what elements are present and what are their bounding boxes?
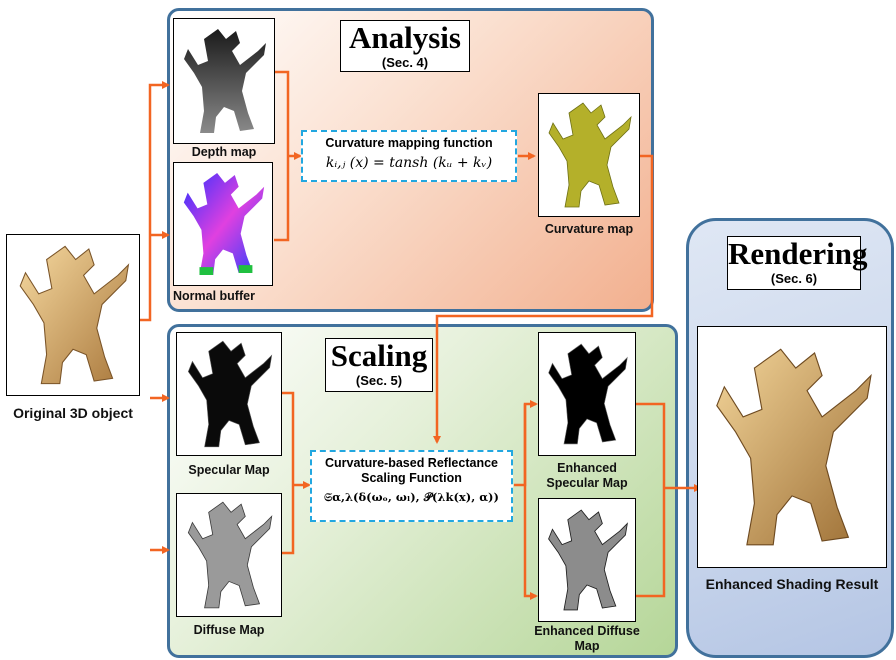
scaling-title-box: Scaling (Sec. 5): [325, 338, 433, 392]
rendering-sec: (Sec. 6): [770, 271, 818, 286]
curvature-mapping-function-title: Curvature mapping function: [325, 136, 493, 150]
enhanced-diffuse-map-label: Enhanced Diffuse Map: [534, 624, 640, 653]
reflectance-scaling-function-line1: Curvature-based Reflectance: [325, 456, 498, 470]
original-object-label: Original 3D object: [13, 405, 133, 421]
enhanced-shading-result-image: [697, 326, 887, 568]
reflectance-scaling-function-line2: Scaling Function: [361, 471, 462, 485]
specular-map-image: [176, 332, 282, 456]
analysis-sec: (Sec. 4): [381, 55, 429, 70]
rendering-title-box: Rendering (Sec. 6): [727, 236, 868, 290]
depth-map-label: Depth map: [191, 145, 257, 159]
original-object-image: [6, 234, 140, 396]
depth-map-image: [173, 18, 275, 144]
curvature-map-image: [538, 93, 640, 217]
enhanced-shading-result-label: Enhanced Shading Result: [705, 576, 879, 592]
enhanced-specular-map-label: Enhanced Specular Map: [546, 461, 628, 490]
enhanced-diffuse-map-image: [538, 498, 636, 622]
analysis-title-box: Analysis (Sec. 4): [340, 20, 470, 72]
diffuse-map-image: [176, 493, 282, 617]
rendering-title: Rendering: [728, 236, 868, 271]
specular-map-label: Specular Map: [188, 463, 270, 477]
enhanced-specular-map-image: [538, 332, 636, 456]
curvature-mapping-function-formula: kᵢ,ⱼ (x) = tansh (kᵤ + kᵥ): [325, 155, 493, 171]
normal-buffer-label: Normal buffer: [173, 289, 255, 303]
scaling-title: Scaling: [330, 338, 428, 373]
diffuse-map-label: Diffuse Map: [193, 623, 265, 637]
reflectance-scaling-function-box: Curvature-based Reflectance Scaling Func…: [310, 450, 513, 522]
normal-buffer-image: [173, 162, 273, 286]
scaling-sec: (Sec. 5): [355, 373, 403, 388]
curvature-map-label: Curvature map: [544, 222, 634, 236]
reflectance-scaling-function-formula: 𝔖α,λ(δ(ωₒ, ωₗ), 𝒫(λk(x), α)): [324, 490, 499, 504]
analysis-title: Analysis: [349, 20, 461, 55]
curvature-mapping-function-box: Curvature mapping function kᵢ,ⱼ (x) = ta…: [301, 130, 517, 182]
